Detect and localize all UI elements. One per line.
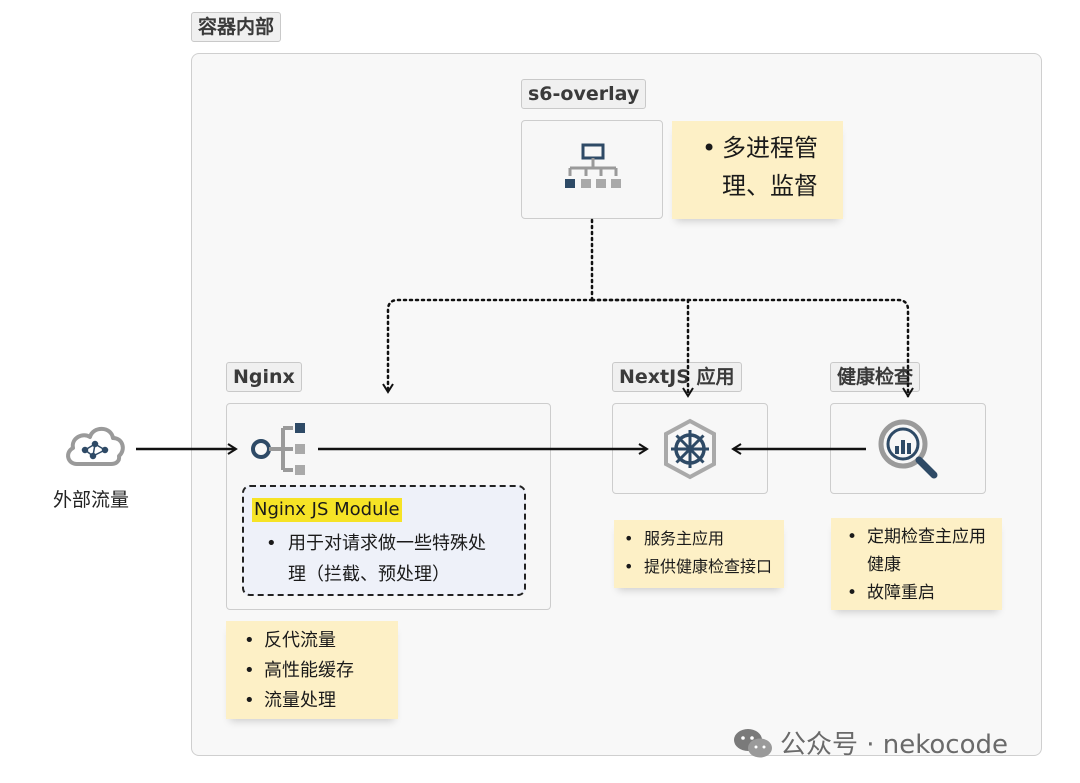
watermark-text: 公众号 · nekocode: [780, 730, 1009, 760]
nginx-label: Nginx: [226, 362, 302, 392]
health-check-label: 健康检查: [830, 362, 921, 392]
cloud-network-icon: [66, 426, 125, 466]
nextjs-label: NextJS 应用: [612, 362, 742, 392]
s6-overlay-notes: 多进程管 理、监督: [672, 121, 843, 219]
note-item: 多进程管: [702, 129, 818, 167]
nginx-js-module[interactable]: Nginx JS Module 用于对请求做一些特殊处 理（拦截、预处理）: [242, 485, 526, 596]
wechat-icon: [734, 728, 772, 757]
note-item: 理、监督: [722, 172, 818, 200]
note-item: 健康: [867, 555, 901, 575]
health-check-node[interactable]: [830, 403, 986, 494]
js-module-item: 理（拦截、预处理）: [288, 564, 450, 585]
note-item: 定期检查主应用: [847, 523, 986, 551]
note-item: 服务主应用: [624, 525, 772, 553]
hierarchy-icon: [565, 143, 621, 188]
health-check-notes: 定期检查主应用 健康 故障重启: [831, 518, 1002, 610]
note-item: 提供健康检查接口: [624, 553, 772, 581]
helm-wheel-icon: [664, 418, 716, 480]
router-icon: [251, 423, 305, 475]
nextjs-notes: 服务主应用 提供健康检查接口: [614, 520, 784, 588]
external-traffic-label: 外部流量: [53, 489, 130, 511]
note-item: 高性能缓存: [244, 656, 354, 686]
s6-overlay-label: s6-overlay: [521, 79, 647, 109]
js-module-title: Nginx JS Module: [252, 498, 402, 522]
js-module-item: 用于对请求做一些特殊处: [266, 528, 486, 559]
nginx-notes: 反代流量 高性能缓存 流量处理: [226, 621, 398, 719]
s6-overlay-node[interactable]: [521, 120, 663, 219]
s6-dotted-connectors: [382, 218, 914, 398]
note-item: 故障重启: [847, 579, 986, 607]
watermark: 公众号 · nekocode: [732, 724, 1008, 761]
note-item: 反代流量: [244, 626, 354, 656]
container-label: 容器内部: [191, 12, 282, 42]
note-item: 流量处理: [244, 686, 354, 716]
analytics-magnifier-icon: [878, 419, 938, 479]
